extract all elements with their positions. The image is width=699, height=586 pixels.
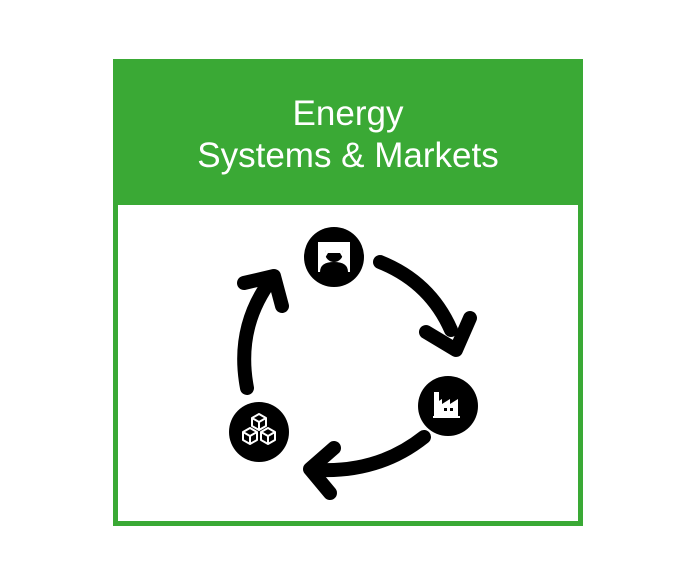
energy-card: Energy Systems & Markets — [113, 59, 583, 526]
title-line-1: Energy — [292, 94, 404, 134]
card-header: Energy Systems & Markets — [118, 64, 578, 205]
title-line-2: Systems & Markets — [197, 135, 499, 175]
